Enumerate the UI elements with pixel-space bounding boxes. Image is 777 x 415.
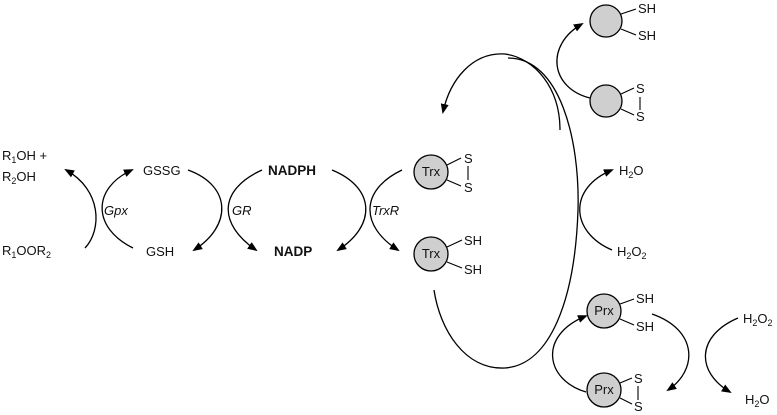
prx-arc-right	[704, 317, 739, 394]
water-mid: H2O	[619, 163, 644, 180]
trx-oxidized-circle	[413, 154, 449, 190]
protein-ox-s-bottom: S	[636, 109, 645, 124]
prx-oxidized-label: Prx	[594, 382, 614, 397]
protein-ox-s-top: S	[636, 81, 645, 96]
prx-oxidized-circle	[586, 372, 622, 408]
prx-red-sh-top: SH	[636, 291, 654, 306]
trx-reduced-circle	[413, 236, 449, 272]
trx-red-sh-bottom: SH	[464, 262, 482, 277]
water-right: H2O	[745, 392, 770, 409]
trx-ox-s-bottom: S	[464, 180, 473, 195]
trx-oxidized: Trx S S	[413, 151, 473, 195]
protein-reduced-circle	[589, 4, 623, 38]
nadph-label: NADPH	[268, 163, 316, 178]
trxr-enzyme-label: TrxR	[372, 203, 399, 218]
protein-oxidized-circle	[589, 84, 623, 118]
peroxide-mid: H2O2	[617, 244, 647, 261]
prx-arc-left	[651, 313, 690, 392]
gr-enzyme-label: GR	[232, 203, 252, 218]
protein-red-sh-top: SH	[638, 1, 656, 16]
gpx-product-bottom: R2OH	[2, 169, 36, 186]
protein-reduced-top: SH SH	[589, 1, 656, 43]
trxr-arc-left	[331, 169, 367, 252]
protein-arc-top	[556, 23, 591, 99]
big-arc-top	[440, 53, 561, 131]
prx-ox-s-top: S	[634, 371, 643, 386]
big-arc-outer	[433, 57, 579, 369]
prx-red-sh-bottom: SH	[636, 319, 654, 334]
gpx-arc-left	[64, 169, 97, 249]
protein-red-sh-bottom: SH	[638, 28, 656, 43]
prx-ox-s-bottom: S	[634, 399, 643, 414]
gr-arc-left	[187, 169, 223, 252]
trx-reduced-label: Trx	[422, 246, 441, 261]
prx-regen-arc	[551, 315, 588, 393]
gpx-arc-right	[101, 169, 134, 249]
trxr-arc-right	[369, 169, 403, 252]
gr-arc-right	[227, 169, 263, 252]
gsh-label: GSH	[146, 244, 174, 259]
gpx-substrate: R1OOR2	[2, 243, 51, 260]
prx-oxidized: Prx S S	[586, 371, 643, 414]
gpx-enzyme-label: Gpx	[104, 203, 128, 218]
protein-oxidized-top: S S	[589, 81, 645, 124]
trx-oxidized-label: Trx	[422, 164, 441, 179]
gpx-product-top: R1OH +	[2, 148, 47, 165]
nadp-label: NADP	[274, 244, 312, 259]
prx-reduced-label: Prx	[594, 303, 614, 318]
prx-reduced-circle	[586, 293, 622, 329]
trx-red-sh-top: SH	[464, 233, 482, 248]
prx-reduced: Prx SH SH	[586, 291, 654, 334]
trx-ox-s-top: S	[464, 151, 473, 166]
peroxide-arc	[579, 169, 614, 251]
peroxide-right: H2O2	[743, 311, 773, 328]
trx-reduced: Trx SH SH	[413, 233, 482, 277]
gssg-label: GSSG	[143, 163, 181, 178]
